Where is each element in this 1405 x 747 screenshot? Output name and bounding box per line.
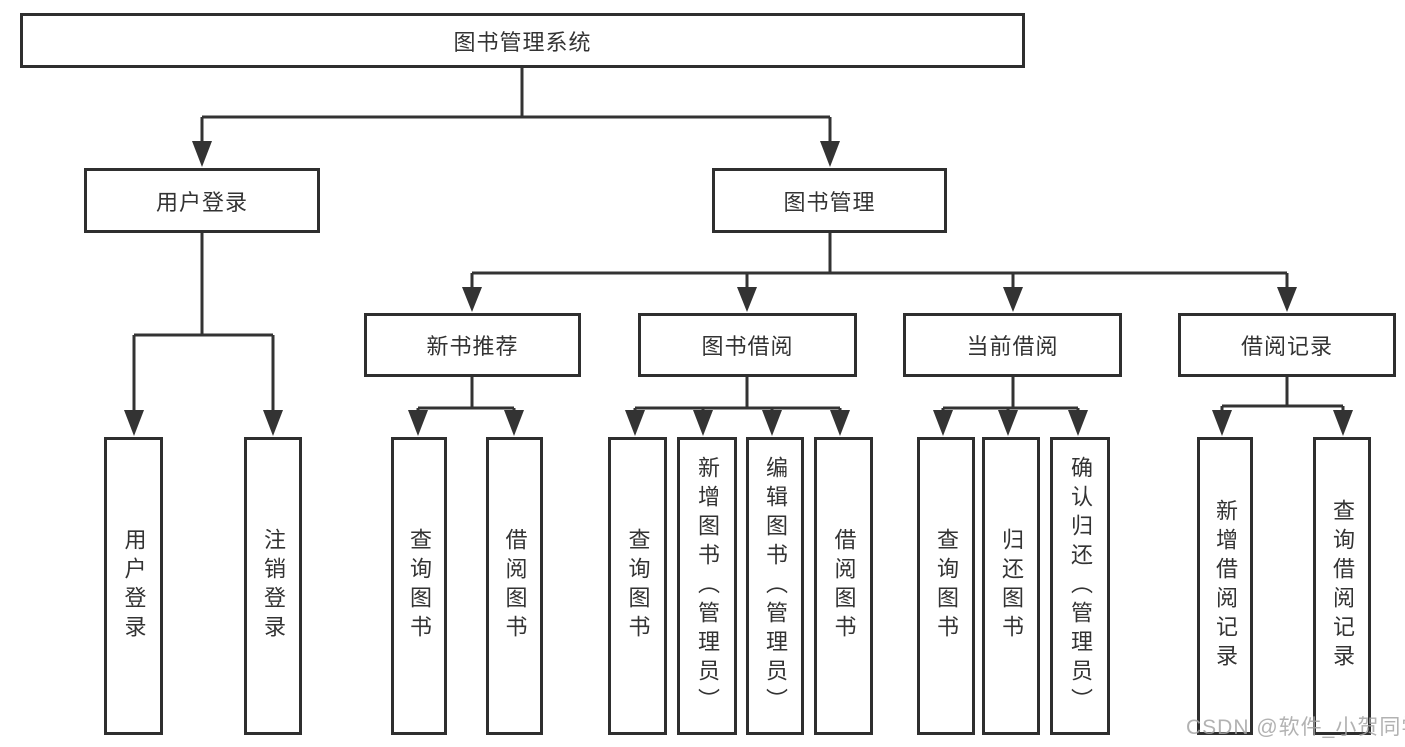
node-book-borrow-label: 图书借阅 bbox=[701, 334, 794, 359]
node-leaf-add-book-admin: 新增图书（管理员） bbox=[677, 437, 737, 735]
node-leaf-query-borrow-record-label: 查询借阅记录 bbox=[1330, 499, 1355, 673]
arrowheads bbox=[124, 141, 1353, 436]
node-leaf-add-borrow-record-label: 新增借阅记录 bbox=[1213, 499, 1238, 673]
node-leaf-add-borrow-record: 新增借阅记录 bbox=[1197, 437, 1253, 735]
node-current-borrow-label: 当前借阅 bbox=[966, 334, 1059, 359]
node-leaf-borrow-book: 借阅图书 bbox=[814, 437, 873, 735]
node-leaf-query-book-borrow: 查询图书 bbox=[608, 437, 667, 735]
node-leaf-borrow-book-label: 借阅图书 bbox=[831, 528, 857, 644]
node-book-management: 图书管理 bbox=[712, 168, 947, 233]
node-leaf-confirm-return-admin: 确认归还（管理员） bbox=[1050, 437, 1110, 735]
node-leaf-query-book-current: 查询图书 bbox=[917, 437, 975, 735]
node-current-borrow: 当前借阅 bbox=[903, 313, 1122, 377]
node-leaf-borrow-book-recommend: 借阅图书 bbox=[486, 437, 543, 735]
node-leaf-query-book-borrow-label: 查询图书 bbox=[625, 528, 651, 644]
node-leaf-logout-login: 注销登录 bbox=[244, 437, 302, 735]
node-new-book-recommend: 新书推荐 bbox=[364, 313, 581, 377]
node-library-system: 图书管理系统 bbox=[20, 13, 1025, 68]
node-leaf-borrow-book-recommend-label: 借阅图书 bbox=[502, 528, 528, 644]
node-leaf-return-book: 归还图书 bbox=[982, 437, 1040, 735]
node-leaf-query-borrow-record: 查询借阅记录 bbox=[1313, 437, 1371, 735]
node-leaf-query-book-current-label: 查询图书 bbox=[934, 528, 959, 644]
node-user-login-label: 用户登录 bbox=[155, 189, 248, 215]
node-leaf-logout-login-label: 注销登录 bbox=[261, 528, 286, 644]
node-borrow-records-label: 借阅记录 bbox=[1240, 334, 1333, 359]
node-leaf-query-book-recommend-label: 查询图书 bbox=[407, 528, 432, 644]
node-library-system-label: 图书管理系统 bbox=[453, 29, 592, 55]
node-book-management-label: 图书管理 bbox=[783, 189, 876, 215]
node-borrow-records: 借阅记录 bbox=[1178, 313, 1396, 377]
node-leaf-edit-book-admin: 编辑图书（管理员） bbox=[746, 437, 804, 735]
node-leaf-return-book-label: 归还图书 bbox=[999, 528, 1024, 644]
watermark-text: CSDN @软件_小贺同学 bbox=[1186, 716, 1405, 739]
node-new-book-recommend-label: 新书推荐 bbox=[426, 334, 519, 359]
node-book-borrow: 图书借阅 bbox=[638, 313, 857, 377]
node-leaf-confirm-return-admin-label: 确认归还（管理员） bbox=[1068, 455, 1093, 717]
node-user-login: 用户登录 bbox=[84, 168, 320, 233]
node-leaf-user-login-label: 用户登录 bbox=[121, 528, 147, 644]
node-leaf-edit-book-admin-label: 编辑图书（管理员） bbox=[763, 455, 788, 717]
node-leaf-query-book-recommend: 查询图书 bbox=[391, 437, 447, 735]
node-leaf-user-login: 用户登录 bbox=[104, 437, 163, 735]
node-leaf-add-book-admin-label: 新增图书（管理员） bbox=[695, 455, 720, 717]
